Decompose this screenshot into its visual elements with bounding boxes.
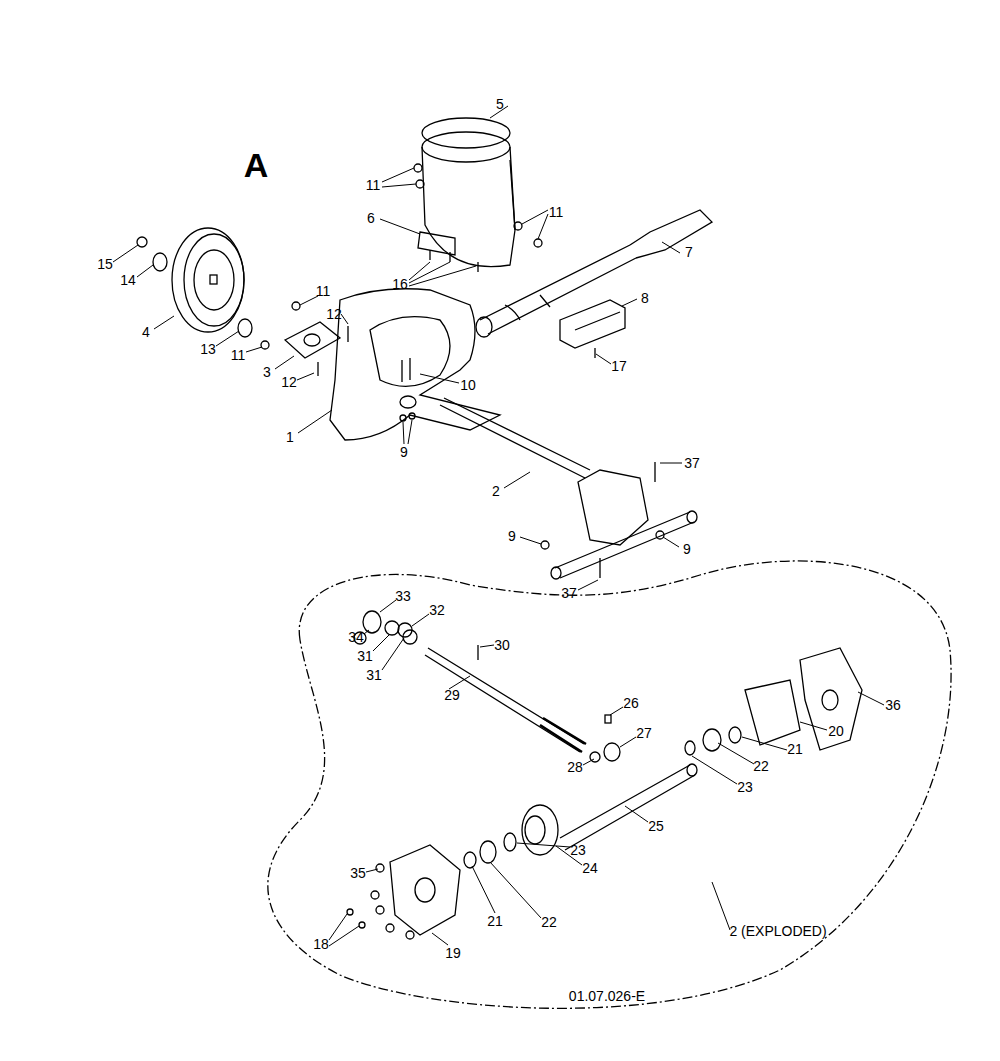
- callout-number: 31: [366, 668, 382, 682]
- callout-number: 11: [549, 205, 564, 219]
- callout-number: 21: [787, 742, 803, 756]
- fan-housing: [330, 289, 500, 440]
- callout-number: 14: [120, 273, 136, 287]
- callout-number: 1: [286, 430, 294, 444]
- callout-number: 12: [281, 375, 297, 389]
- callout-number: 9: [400, 445, 408, 459]
- callout-number: 19: [445, 946, 461, 960]
- callout-number: 37: [684, 456, 700, 470]
- callout-number: 20: [828, 724, 844, 738]
- callout-number: 16: [392, 277, 408, 291]
- exploded-parts: [347, 611, 862, 939]
- callout-number: 7: [685, 245, 693, 259]
- callout-number: 30: [494, 638, 510, 652]
- callout-number: 35: [350, 866, 366, 880]
- callout-number: 4: [142, 325, 150, 339]
- callout-number: 9: [508, 529, 516, 543]
- callout-number: 17: [611, 359, 627, 373]
- callout-number: 6: [367, 211, 375, 225]
- callout-number: 26: [623, 696, 639, 710]
- crank-rod: [476, 210, 712, 337]
- pulley: [137, 228, 252, 337]
- auger-gearbox: [440, 398, 697, 579]
- callout-number: 22: [541, 915, 557, 929]
- callout-number: 11: [366, 178, 381, 192]
- callout-number: 12: [326, 307, 342, 321]
- callout-number: 5: [496, 97, 504, 111]
- callout-number: 11: [231, 348, 246, 362]
- callout-number: 34: [348, 630, 364, 644]
- bracket: [560, 300, 625, 348]
- callout-number: 3: [263, 365, 271, 379]
- callout-number: 22: [753, 759, 769, 773]
- flange: [285, 322, 340, 358]
- chute: [414, 118, 542, 272]
- callout-number: 29: [444, 688, 460, 702]
- callout-number: 23: [570, 843, 586, 857]
- callout-number: 37: [561, 586, 577, 600]
- callout-number: 25: [648, 819, 664, 833]
- callout-number: 31: [357, 649, 373, 663]
- callout-number: 13: [200, 342, 216, 356]
- callout-number: 9: [683, 542, 691, 556]
- callout-number: 18: [313, 937, 329, 951]
- callout-number: 33: [395, 589, 411, 603]
- callout-number: 24: [582, 861, 598, 875]
- exploded-note: 2 (EXPLODED): [729, 924, 826, 938]
- callout-number: 36: [885, 698, 901, 712]
- callout-number: 11: [316, 284, 331, 298]
- callout-number: 10: [460, 378, 476, 392]
- view-letter: A: [244, 148, 269, 182]
- callout-number: 27: [636, 726, 652, 740]
- leader-lines: [113, 106, 884, 946]
- callout-number: 2: [492, 484, 500, 498]
- exploded-outline: [268, 561, 951, 1008]
- callout-number: 8: [641, 291, 649, 305]
- callout-number: 15: [97, 257, 113, 271]
- drawing-number: 01.07.026-E: [569, 989, 645, 1003]
- callout-number: 32: [429, 603, 445, 617]
- callout-number: 23: [737, 780, 753, 794]
- callout-number: 21: [487, 914, 503, 928]
- callout-number: 28: [567, 760, 583, 774]
